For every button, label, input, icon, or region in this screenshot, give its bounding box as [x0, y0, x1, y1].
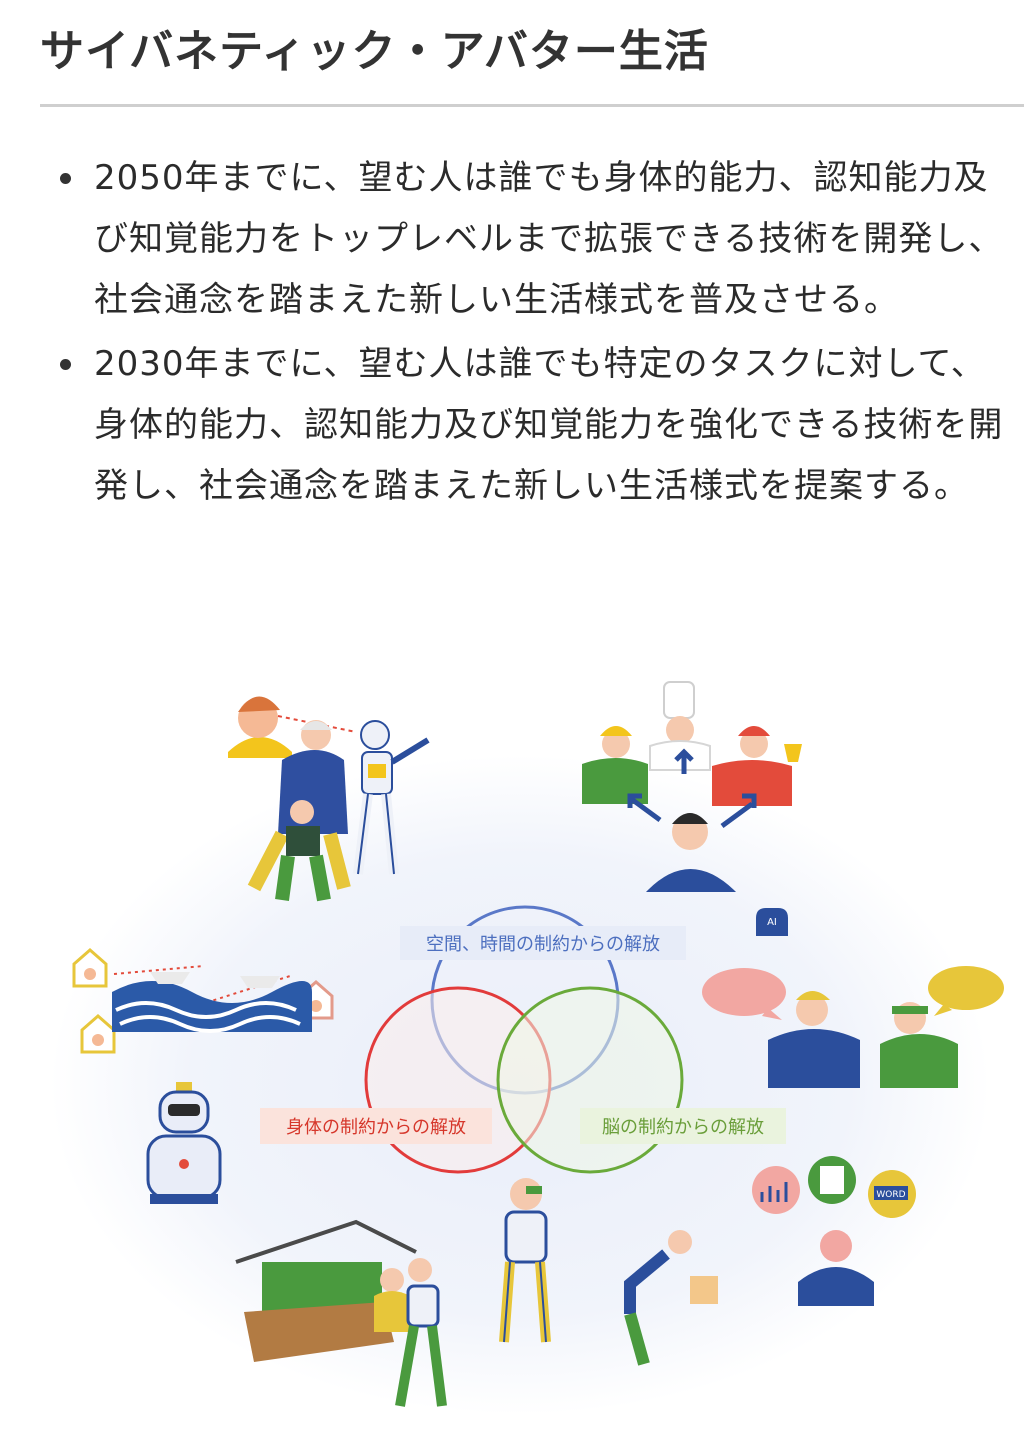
goal-item-2050: 2050年までに、望む人は誰でも身体的能力、認知能力及び知覚能力をトップレベルま… [48, 148, 1020, 331]
bullet-dot [60, 359, 71, 370]
label-box-body [260, 1108, 492, 1144]
page-title: サイバネティック・アバター生活 [40, 26, 709, 77]
security-robot-scene [146, 1082, 222, 1204]
skill-expansion-scene [582, 681, 802, 892]
exoskeleton-scene [499, 1178, 718, 1366]
label-box-brain [580, 1108, 786, 1144]
label-space-time: 空間、時間の制約からの解放 [426, 934, 660, 955]
disaster-rescue-scene [235, 1219, 447, 1407]
goal-text: 2030年までに、望む人は誰でも特定のタスクに対して、身体的能力、認知能力及び知… [94, 344, 1004, 506]
goal-text: 2050年までに、望む人は誰でも身体的能力、認知能力及び知覚能力をトップレベルま… [94, 158, 1004, 320]
ai-icon-text: AI [767, 917, 777, 928]
bullet-dot [60, 173, 71, 184]
cognitive-enhancement-scene: WORD [752, 1156, 916, 1306]
label-body: 身体の制約からの解放 [286, 1117, 466, 1138]
goal-list: 2050年までに、望む人は誰でも身体的能力、認知能力及び知覚能力をトップレベルま… [48, 148, 1020, 520]
label-box-space-time [400, 926, 686, 960]
label-brain: 脳の制約からの解放 [602, 1117, 764, 1138]
remote-travel-scene [72, 948, 334, 1054]
venn-circle-brain [496, 986, 684, 1174]
ai-conversation-scene: AI [702, 908, 1004, 1088]
remote-robot-assist-scene [228, 696, 430, 902]
word-icon-text: WORD [876, 1190, 905, 1200]
title-divider [40, 104, 1024, 107]
cybernetic-avatar-illustration: 空間、時間の制約からの解放 身体の制約からの解放 脳の制約からの解放 [50, 681, 1004, 1415]
goal-item-2030: 2030年までに、望む人は誰でも特定のタスクに対して、身体的能力、認知能力及び知… [48, 334, 1020, 517]
